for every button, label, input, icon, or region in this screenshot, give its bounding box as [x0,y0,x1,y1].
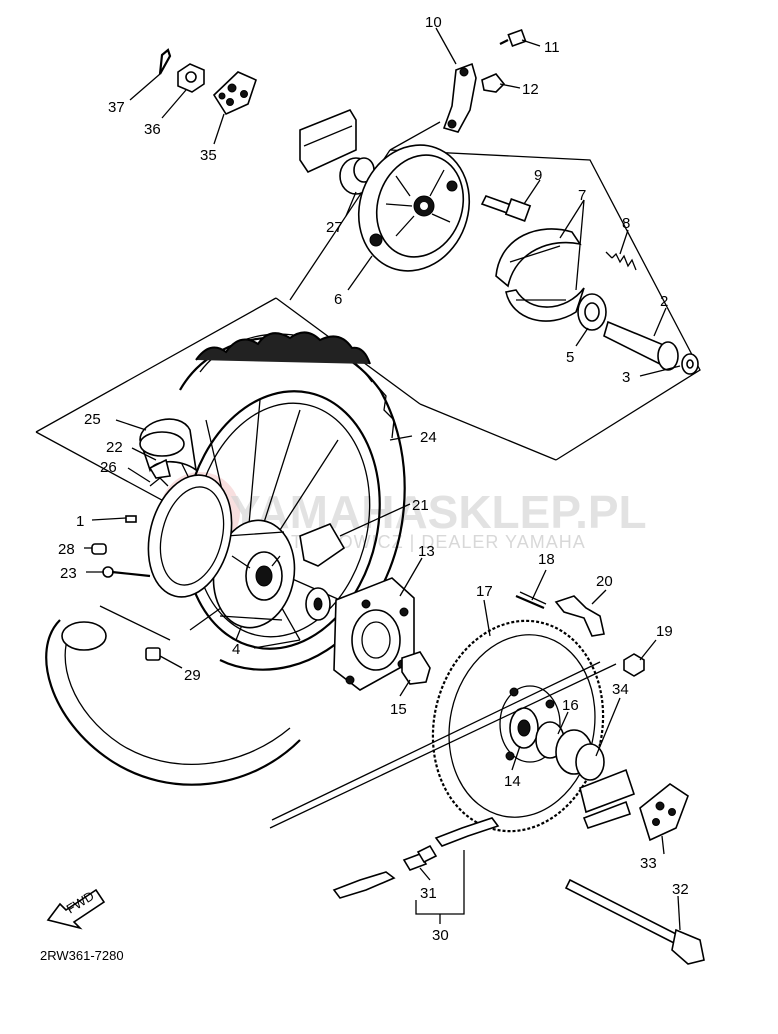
spring-8 [605,251,637,271]
callout-labels: 10 11 12 37 36 35 9 7 8 2 5 3 27 6 25 22… [58,14,689,944]
valve-26 [149,477,169,487]
nut-12 [481,73,506,93]
drum-flange [147,474,233,598]
brake-arm-10 [442,62,477,133]
callout-26: 26 [100,459,117,476]
callout-9: 9 [534,167,542,184]
lock-washer-20 [554,595,605,637]
damper-21 [299,523,346,567]
callout-2: 2 [660,293,668,310]
callout-6: 6 [334,291,342,308]
brake-shoes-7 [495,228,585,322]
callout-13: 13 [418,543,435,560]
callout-21: 21 [412,497,429,514]
sprocket-17 [431,619,605,833]
bolt-11 [499,28,527,48]
chain-adjuster [579,768,636,829]
spacer-2 [603,320,679,371]
washer-3 [681,353,699,375]
cotter-pin-37 [158,48,172,75]
bracket [299,109,357,174]
callout-19: 19 [656,623,673,640]
callout-11: 11 [544,39,560,56]
plate-33 [639,783,689,842]
washer-plate-35 [212,71,257,116]
diagram-code: 2RW361-7280 [40,948,124,963]
bolt-23 [102,566,151,578]
nut-36 [177,63,205,93]
callout-5: 5 [566,349,574,366]
fwd-arrow: FWD [46,888,106,930]
callout-4: 4 [232,641,240,658]
collar-27 [339,157,375,195]
bearing-14 [509,707,539,749]
nipple-1 [125,515,137,523]
callout-10: 10 [425,14,442,31]
callout-32: 32 [672,881,689,898]
drive-chain-30 [269,661,617,899]
callout-28: 28 [58,541,75,558]
master-link-31 [402,844,438,871]
callout-34: 34 [612,681,629,698]
wheel-assembly-outline [35,297,557,513]
rim-band-25 [139,418,198,473]
brake-cam-9 [480,195,532,222]
callout-15: 15 [390,701,407,718]
callout-29: 29 [184,667,201,684]
collar [555,729,605,781]
callout-23: 23 [60,565,77,582]
callout-22: 22 [106,439,123,456]
callout-17: 17 [476,583,493,600]
cap-28 [91,543,107,555]
callout-35: 35 [200,147,217,164]
bearing-5 [577,293,607,331]
callout-20: 20 [596,573,613,590]
callout-7: 7 [578,187,586,204]
callout-1: 1 [76,513,84,530]
axle-32 [564,878,705,965]
callout-27: 27 [326,219,343,236]
callout-16: 16 [562,697,579,714]
callout-33: 33 [640,855,657,872]
callout-25: 25 [84,411,101,428]
callout-31: 31 [420,885,437,902]
bearing [305,587,331,621]
callout-3: 3 [622,369,630,386]
nut-29 [145,647,161,661]
callout-14: 14 [504,773,521,790]
callout-36: 36 [144,121,161,138]
nut-19 [623,653,645,677]
callout-24: 24 [420,429,437,446]
bolt-18 [515,591,547,610]
callout-12: 12 [522,81,539,98]
callout-8: 8 [622,215,630,232]
callout-30: 30 [432,927,449,944]
tire-24 [179,331,406,671]
callout-37: 37 [108,99,125,116]
inner-tube [45,605,301,786]
sprocket-hub-13 [333,577,415,691]
tube-valve-22 [148,458,171,479]
leader-lines [84,27,681,931]
watermark-main: YAMAHASKLEP.PL [230,486,647,538]
callout-18: 18 [538,551,555,568]
brake-shoe-plate-6 [357,144,471,272]
collar-15 [401,651,431,685]
